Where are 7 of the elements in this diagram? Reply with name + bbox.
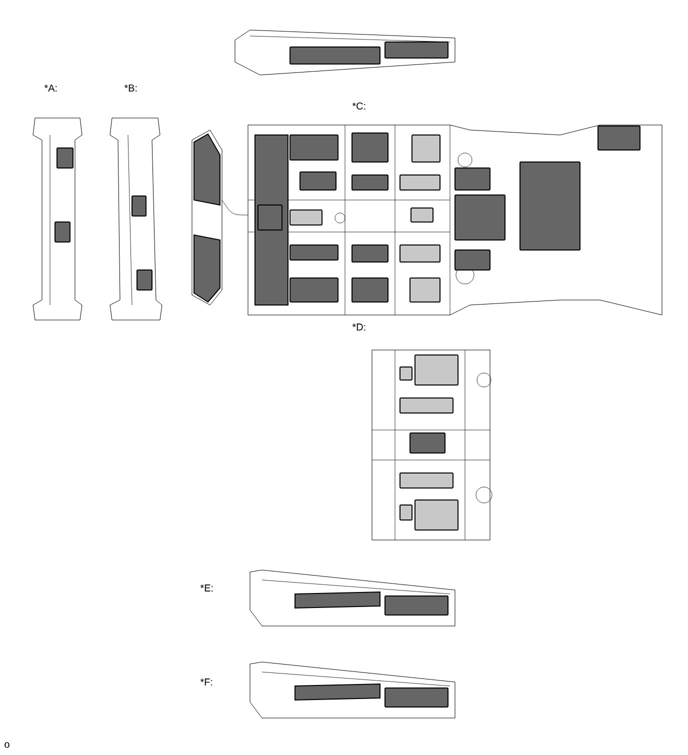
figure-label: *D: [352,324,366,330]
figure-label: *C: [352,102,366,110]
figure-label: *B: [124,84,137,92]
figure-label: *E: [200,584,213,592]
figure-label: *F: [200,678,212,686]
figure-label: *A: [44,84,57,92]
figure-label: o [4,742,10,748]
